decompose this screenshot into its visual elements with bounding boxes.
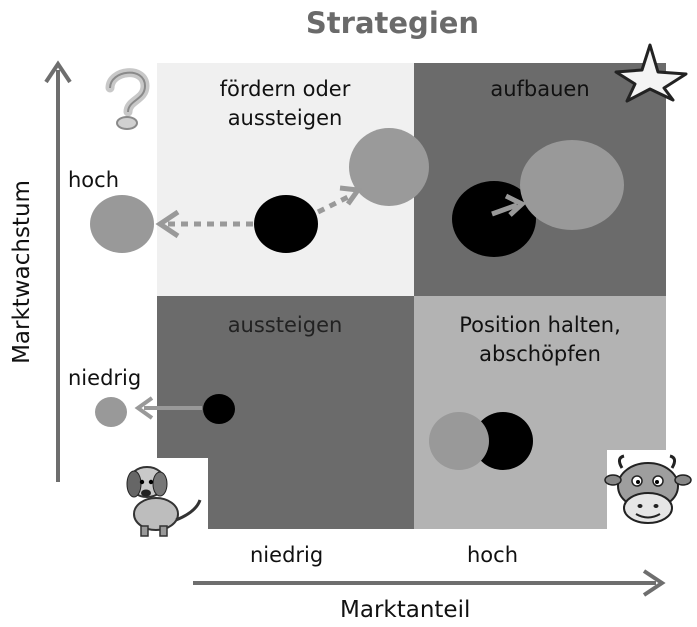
x-axis-high-label: hoch: [467, 543, 519, 567]
diagram-title: Strategien: [305, 6, 480, 40]
x-axis-low-label: niedrig: [250, 543, 324, 567]
bubble-question-target-up: [349, 128, 429, 206]
bubble-cow-target: [429, 412, 489, 470]
bubble-question-target-left: [90, 195, 154, 253]
dog-icon: [120, 458, 208, 538]
bubble-question-current: [254, 195, 318, 253]
bubble-dog-current: [203, 394, 235, 424]
quadrant-label-bottom-right: Position halten, abschöpfen: [459, 313, 621, 366]
arrow-star: [491, 193, 527, 217]
y-axis: [44, 60, 72, 482]
bubble-cow-current: [473, 412, 533, 470]
quadrant-label-bottom-left: aussteigen: [227, 313, 343, 337]
cow-icon: [604, 450, 697, 530]
y-axis-high-label: hoch: [68, 168, 120, 192]
arrow-question-left: [155, 209, 253, 239]
question-mark-icon: [105, 68, 150, 130]
bubble-dog-target: [95, 397, 127, 427]
star-icon: [614, 43, 688, 103]
arrow-question-up: [316, 185, 363, 215]
x-axis: [193, 569, 666, 597]
x-axis-title: Marktanteil: [340, 597, 471, 623]
quadrant-label-top-left: fördern oder aussteigen: [219, 77, 351, 130]
bubble-star-target: [520, 140, 624, 230]
y-axis-low-label: niedrig: [68, 366, 142, 390]
arrow-dog: [134, 396, 202, 420]
quadrant-label-top-right: aufbauen: [490, 77, 590, 101]
